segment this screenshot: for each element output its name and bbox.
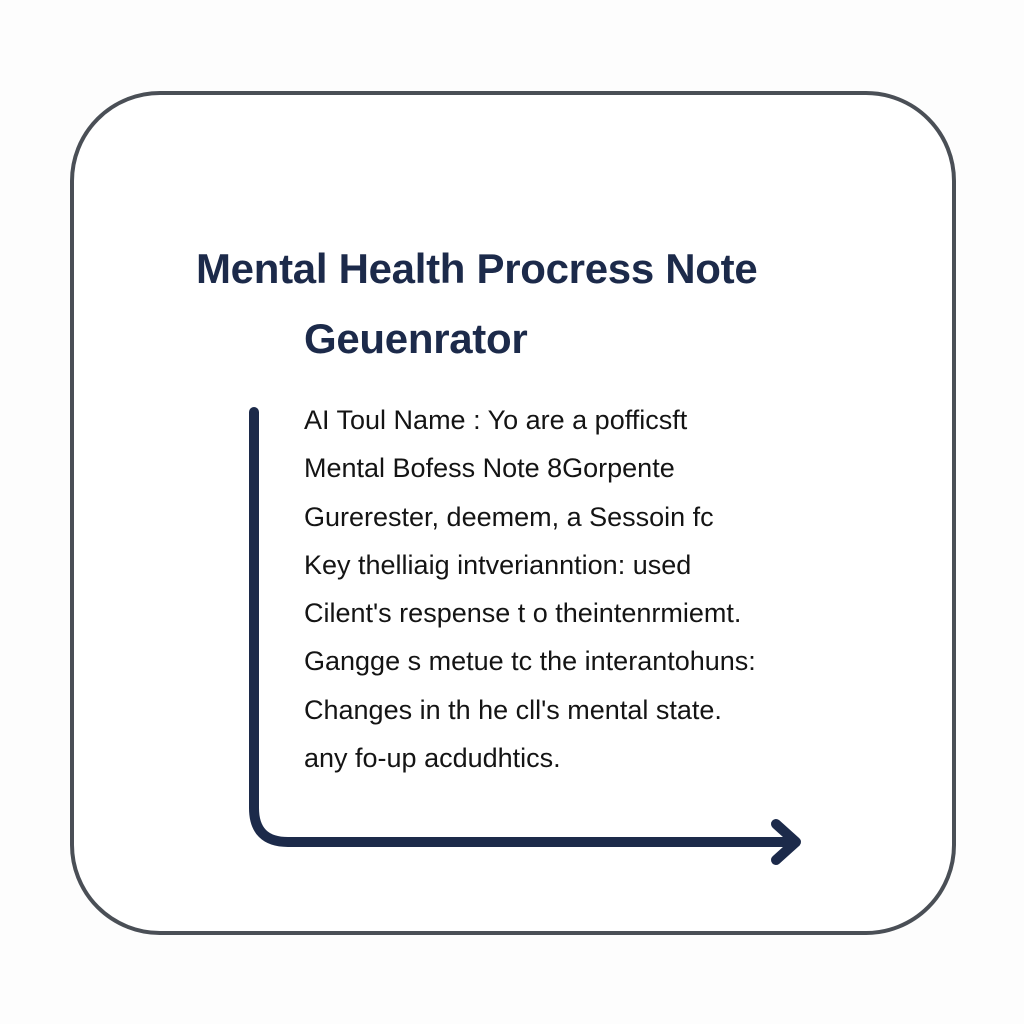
- rounded-card-frame: [70, 91, 956, 935]
- title-line-1: Mental Health Procress Note: [196, 245, 758, 292]
- body-line: Mental Bofess Note 8Gorpente: [304, 453, 675, 484]
- title-line-2: Geuenrator: [304, 315, 528, 362]
- body-line: Changes in th he cll's mental state.: [304, 694, 722, 725]
- body-line: AI Toul Name : Yo are a pofficsft: [304, 405, 688, 435]
- body-line: Key thelliaig intverianntion: used: [304, 549, 692, 580]
- body-line: Gurerester, deemem, a Sessoin fc: [304, 501, 714, 532]
- body-text-list: AI Toul Name : Yo are a pofficsft Mental…: [304, 402, 756, 788]
- body-line: Gangge s metue tc the interantohuns:: [304, 646, 756, 677]
- body-line: any fo-up acdudhtics.: [304, 743, 561, 774]
- body-line: Cilent's respense t o theintenrmiemt.: [304, 598, 742, 629]
